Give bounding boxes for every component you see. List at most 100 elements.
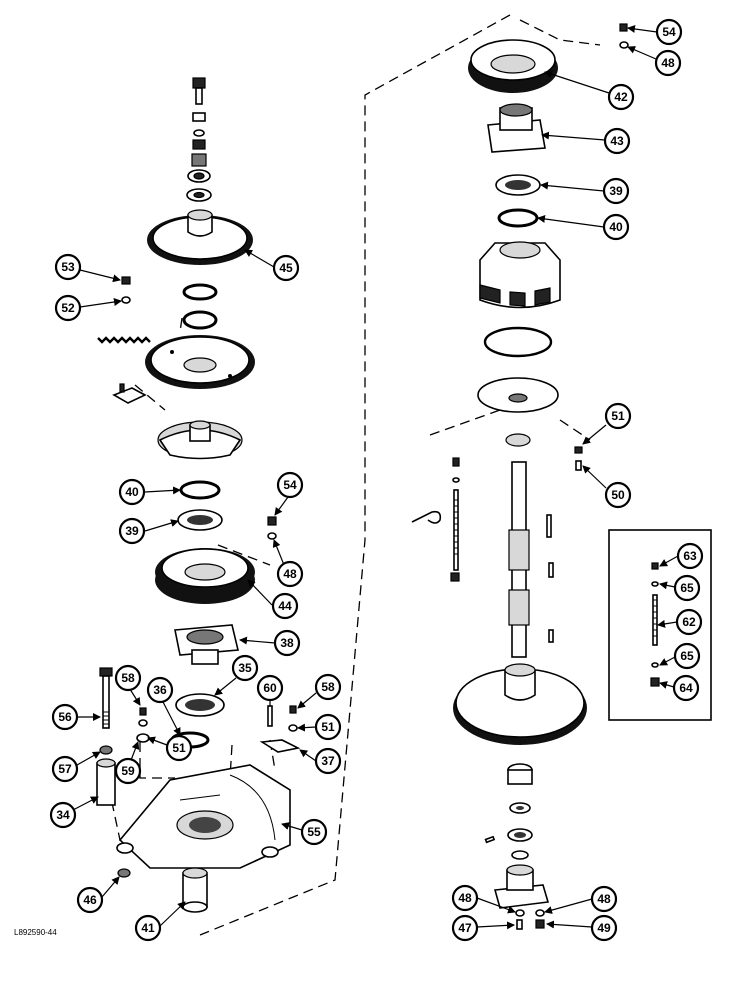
callout-50: 50	[604, 481, 632, 509]
key-middle	[548, 562, 554, 578]
svg-text:34: 34	[56, 808, 70, 822]
nut-46	[117, 868, 131, 878]
callout-35: 35	[231, 654, 259, 682]
o-ring	[483, 326, 553, 358]
callout-34: 34	[49, 801, 77, 829]
svg-text:54: 54	[662, 25, 676, 39]
svg-text:38: 38	[280, 636, 294, 650]
callout-39: 39	[602, 177, 630, 205]
callout-49: 49	[590, 914, 618, 942]
friction-disc	[477, 377, 559, 413]
bolt-53	[121, 276, 131, 285]
nut-51	[288, 724, 298, 732]
bolt-54-left	[267, 516, 277, 540]
callout-65-lower: 65	[673, 642, 701, 670]
svg-text:52: 52	[61, 301, 75, 315]
washer-48-br	[535, 909, 545, 917]
washer-57	[99, 745, 113, 755]
svg-text:41: 41	[141, 921, 155, 935]
reference-code: L892590-44	[14, 928, 57, 937]
svg-text:56: 56	[58, 710, 72, 724]
callout-46: 46	[76, 886, 104, 914]
callout-58-left: 58	[114, 664, 142, 692]
adjusting-rod	[450, 457, 460, 582]
callout-45: 45	[272, 254, 300, 282]
callout-52: 52	[54, 294, 82, 322]
callouts: 54 48 42 43 39 40 45 53 52 51 50 40 54 3…	[49, 18, 704, 942]
callout-48-left: 48	[276, 560, 304, 588]
callout-53: 53	[54, 253, 82, 281]
callout-37: 37	[314, 747, 342, 775]
ring-40	[179, 480, 221, 500]
hairpin-clip	[411, 510, 442, 524]
pin-60	[267, 705, 273, 727]
svg-text:39: 39	[609, 184, 623, 198]
washer-52	[121, 296, 131, 304]
top-bolt-stack	[186, 77, 212, 202]
key-upper	[546, 514, 552, 538]
bolt-54-top	[619, 23, 628, 32]
callout-58-right: 58	[314, 673, 342, 701]
washer-48-bl	[515, 909, 525, 917]
bearing-39	[177, 509, 223, 531]
callout-41: 41	[134, 914, 162, 942]
callout-39-left: 39	[118, 517, 146, 545]
sprocket-45	[147, 209, 253, 265]
clutch-drum	[479, 241, 561, 309]
drive-hub	[157, 420, 243, 460]
svg-text:40: 40	[609, 220, 623, 234]
double-sprocket-44	[155, 548, 255, 604]
svg-text:65: 65	[680, 649, 694, 663]
bolt-47	[516, 919, 523, 930]
svg-text:36: 36	[153, 683, 167, 697]
key-lower	[548, 629, 554, 643]
callout-51-mid: 51	[165, 734, 193, 762]
bolt-50	[575, 460, 582, 471]
callout-44: 44	[271, 592, 299, 620]
bearing-housing-43	[487, 103, 546, 153]
svg-text:62: 62	[682, 615, 696, 629]
svg-text:46: 46	[83, 893, 97, 907]
callout-65-upper: 65	[673, 574, 701, 602]
callout-60: 60	[256, 674, 284, 702]
svg-text:57: 57	[58, 762, 72, 776]
svg-text:51: 51	[611, 409, 625, 423]
svg-text:55: 55	[307, 825, 321, 839]
svg-text:43: 43	[610, 134, 624, 148]
perforated-disc	[453, 663, 587, 745]
snap-ring	[182, 283, 218, 301]
callout-64: 64	[672, 674, 700, 702]
svg-text:40: 40	[125, 485, 139, 499]
callout-47: 47	[451, 914, 479, 942]
svg-text:51: 51	[172, 741, 186, 755]
washer	[182, 310, 218, 330]
callout-54: 54	[655, 18, 683, 46]
ring-gear-42	[468, 39, 558, 93]
svg-text:58: 58	[121, 671, 135, 685]
spring	[97, 336, 151, 344]
svg-text:35: 35	[238, 661, 252, 675]
callout-51-right: 51	[314, 713, 342, 741]
thrust-washer	[505, 433, 531, 447]
svg-text:54: 54	[283, 478, 297, 492]
bolt-56	[99, 667, 113, 729]
svg-text:59: 59	[121, 764, 135, 778]
bushing-41	[182, 867, 208, 913]
callout-43: 43	[603, 127, 631, 155]
bolt-58	[289, 705, 297, 714]
lower-stack	[484, 763, 533, 860]
svg-text:37: 37	[321, 754, 335, 768]
bearing-39-right	[495, 174, 541, 196]
spacer-34	[96, 758, 116, 806]
svg-text:48: 48	[597, 892, 611, 906]
callout-40: 40	[602, 213, 630, 241]
main-shaft	[508, 461, 530, 658]
svg-text:51: 51	[321, 720, 335, 734]
bearing-35	[175, 693, 225, 717]
svg-text:39: 39	[125, 524, 139, 538]
callout-36: 36	[146, 676, 174, 704]
bearing-housing-38	[174, 624, 239, 665]
callout-51: 51	[604, 402, 632, 430]
sprocket-lower	[145, 335, 255, 389]
bracket-37	[259, 739, 301, 753]
